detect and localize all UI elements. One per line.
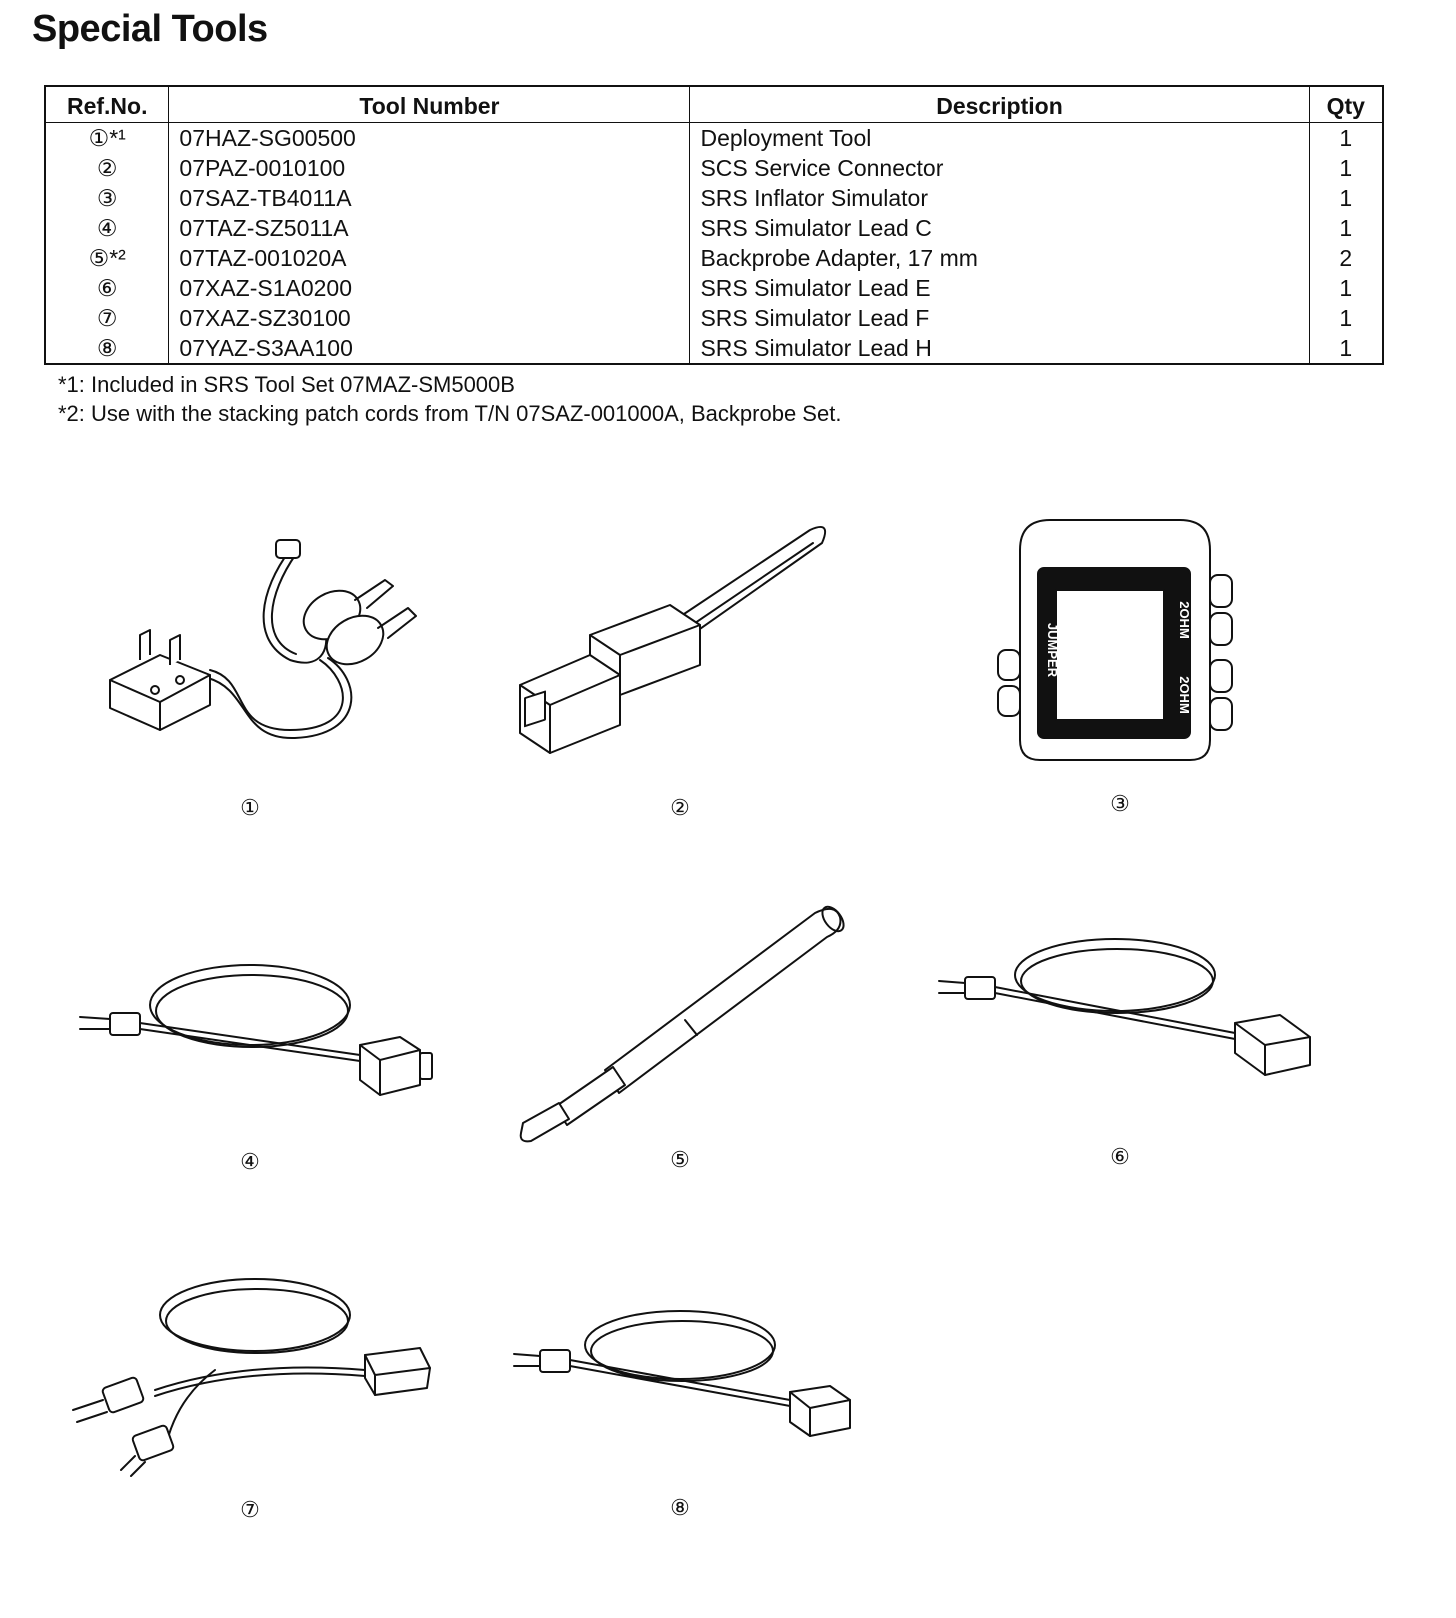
table-row: ⑤*² 07TAZ-001020A Backprobe Adapter, 17 … [44,243,1384,273]
cell-description: SRS Inflator Simulator [689,183,1310,213]
cell-tool-number: 07TAZ-001020A [168,243,691,273]
cell-description: Deployment Tool [689,122,1310,153]
header-ref-no: Ref.No. [44,85,170,123]
footnote-1: *1: Included in SRS Tool Set 07MAZ-SM500… [58,372,515,397]
table-row: ④ 07TAZ-SZ5011A SRS Simulator Lead C 1 [44,213,1384,243]
footnote-2: *2: Use with the stacking patch cords fr… [58,401,842,426]
table-row: ② 07PAZ-0010100 SCS Service Connector 1 [44,153,1384,183]
cell-tool-number: 07SAZ-TB4011A [168,183,691,213]
figure-caption-7: ⑦ [240,1498,260,1523]
cell-qty: 1 [1308,333,1384,364]
page-title: Special Tools [32,8,268,50]
cell-qty: 1 [1308,213,1384,243]
srs-inflator-simulator-illustration: JUMPER 2OHM 2OHM [990,510,1260,770]
figure-caption-4: ④ [240,1150,260,1175]
figure-caption-5: ⑤ [670,1148,690,1173]
table-header-row: Ref.No. Tool Number Description Qty [44,85,1384,123]
cell-description: SRS Simulator Lead H [689,333,1310,364]
header-description: Description [689,85,1310,123]
table-row: ①*¹ 07HAZ-SG00500 Deployment Tool 1 [44,122,1384,153]
table-row: ⑦ 07XAZ-SZ30100 SRS Simulator Lead F 1 [44,303,1384,333]
srs-simulator-lead-c-illustration [70,945,450,1115]
cell-qty: 1 [1308,122,1384,153]
figure-caption-2: ② [670,796,690,821]
cell-description: Backprobe Adapter, 17 mm [689,243,1310,273]
cell-ref: ①*¹ [44,122,170,153]
cell-tool-number: 07YAZ-S3AA100 [168,333,691,364]
figure-caption-8: ⑧ [670,1496,690,1521]
table-row: ⑧ 07YAZ-S3AA100 SRS Simulator Lead H 1 [44,333,1384,364]
cell-ref: ③ [44,183,170,213]
cell-ref: ⑤*² [44,243,170,273]
cell-ref: ⑧ [44,333,170,364]
cell-ref: ② [44,153,170,183]
cell-tool-number: 07XAZ-S1A0200 [168,273,691,303]
figure-caption-3: ③ [1110,792,1130,817]
deployment-tool-illustration [100,530,420,760]
special-tools-table: Ref.No. Tool Number Description Qty ①*¹ … [44,85,1384,365]
cell-qty: 1 [1308,153,1384,183]
cell-tool-number: 07TAZ-SZ5011A [168,213,691,243]
cell-ref: ④ [44,213,170,243]
cell-tool-number: 07PAZ-0010100 [168,153,691,183]
simulator-label-left: JUMPER [1045,623,1060,678]
scs-service-connector-illustration [510,515,850,755]
footnotes: *1: Included in SRS Tool Set 07MAZ-SM500… [58,370,841,428]
cell-description: SRS Simulator Lead C [689,213,1310,243]
cell-qty: 1 [1308,273,1384,303]
cell-ref: ⑦ [44,303,170,333]
cell-qty: 1 [1308,303,1384,333]
simulator-label-right-top: 2OHM [1177,601,1192,639]
cell-tool-number: 07HAZ-SG00500 [168,122,691,153]
figure-caption-1: ① [240,796,260,821]
backprobe-adapter-illustration [515,895,855,1145]
cell-qty: 2 [1308,243,1384,273]
table-row: ③ 07SAZ-TB4011A SRS Inflator Simulator 1 [44,183,1384,213]
simulator-label-right-bottom: 2OHM [1177,676,1192,714]
table-row: ⑥ 07XAZ-S1A0200 SRS Simulator Lead E 1 [44,273,1384,303]
cell-qty: 1 [1308,183,1384,213]
cell-tool-number: 07XAZ-SZ30100 [168,303,691,333]
cell-description: SRS Simulator Lead E [689,273,1310,303]
cell-description: SCS Service Connector [689,153,1310,183]
cell-ref: ⑥ [44,273,170,303]
header-tool-number: Tool Number [168,85,691,123]
srs-simulator-lead-e-illustration [935,925,1335,1085]
header-qty: Qty [1308,85,1384,123]
figure-caption-6: ⑥ [1110,1145,1130,1170]
cell-description: SRS Simulator Lead F [689,303,1310,333]
srs-simulator-lead-h-illustration [510,1300,870,1450]
srs-simulator-lead-f-illustration [65,1270,445,1480]
